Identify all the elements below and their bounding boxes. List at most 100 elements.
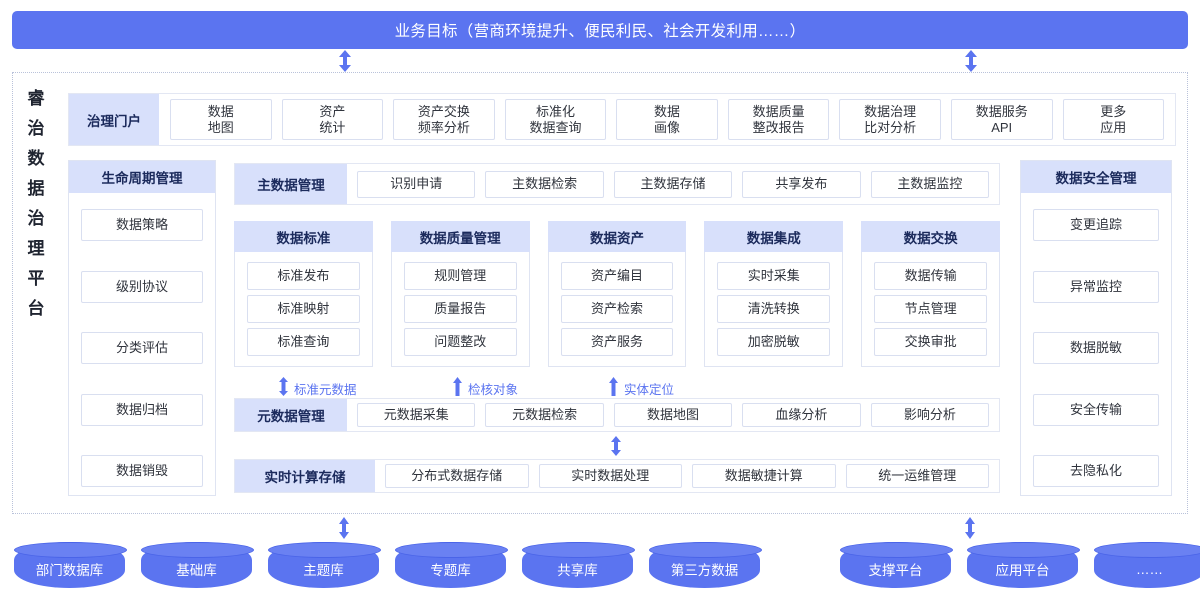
governance-portal-label: 治理门户 xyxy=(69,94,159,145)
realtime-compute-row: 实时计算存储 分布式数据存储 实时数据处理 数据敏捷计算 统一运维管理 xyxy=(234,459,1000,493)
master-data-row: 主数据管理 识别申请 主数据检索 主数据存储 共享发布 主数据监控 xyxy=(234,163,1000,205)
security-item-3[interactable]: 安全传输 xyxy=(1033,393,1159,426)
domain-items-1: 规则管理 质量报告 问题整改 xyxy=(390,252,530,367)
data-source-cylinder-1[interactable]: 基础库 xyxy=(141,542,254,588)
domain-0-item-0[interactable]: 标准发布 xyxy=(247,261,360,290)
portal-item-6[interactable]: 数据治理 比对分析 xyxy=(839,99,941,140)
data-source-cylinder-4[interactable]: 共享库 xyxy=(522,542,635,588)
domain-0-item-1[interactable]: 标准映射 xyxy=(247,294,360,323)
security-items: 变更追踪 异常监控 数据脱敏 安全传输 去隐私化 xyxy=(1021,193,1171,497)
data-source-label-0: 部门数据库 xyxy=(35,563,104,578)
up-arrow-icon-entity-location xyxy=(608,377,619,399)
governance-portal-row: 治理门户 数据 地图 资产 统计 资产交换 频率分析 标准化 数据查询 数据 画… xyxy=(68,93,1176,146)
portal-item-7[interactable]: 数据服务 API xyxy=(950,99,1053,140)
platform-cylinder-0[interactable]: 支撑平台 xyxy=(840,542,953,588)
domain-panel-data-exchange: 数据交换 数据传输 节点管理 交换审批 xyxy=(861,221,1000,367)
domain-2-item-2[interactable]: 资产服务 xyxy=(560,327,674,356)
data-source-cylinder-2[interactable]: 主题库 xyxy=(268,542,381,588)
bidirectional-arrow-icon-banner-right xyxy=(962,50,980,72)
domain-3-item-0[interactable]: 实时采集 xyxy=(717,261,831,290)
vtitle-char-5: 理 xyxy=(27,239,45,258)
portal-item-8[interactable]: 更多 应用 xyxy=(1062,99,1165,140)
platform-cylinder-1[interactable]: 应用平台 xyxy=(967,542,1080,588)
master-data-item-3[interactable]: 共享发布 xyxy=(742,170,861,198)
portal-item-5[interactable]: 数据质量 整改报告 xyxy=(727,99,830,140)
portal-item-2[interactable]: 资产交换 频率分析 xyxy=(393,99,495,140)
domain-title-3: 数据集成 xyxy=(704,221,844,252)
portal-item-4[interactable]: 数据 画像 xyxy=(616,99,718,140)
platform-vertical-title: 睿 治 数 据 治 理 平 台 xyxy=(22,90,50,317)
domain-panel-data-standard: 数据标准 标准发布 标准映射 标准查询 xyxy=(234,221,373,367)
lifecycle-item-4[interactable]: 数据销毁 xyxy=(81,455,203,487)
security-panel: 数据安全管理 变更追踪 异常监控 数据脱敏 安全传输 去隐私化 xyxy=(1020,160,1172,496)
business-goal-banner: 业务目标（营商环境提升、便民利民、社会开发利用……） xyxy=(12,11,1188,49)
domain-3-item-2[interactable]: 加密脱敏 xyxy=(717,327,831,356)
metadata-item-4[interactable]: 影响分析 xyxy=(870,403,990,427)
domain-4-item-1[interactable]: 节点管理 xyxy=(874,294,987,323)
security-title: 数据安全管理 xyxy=(1021,161,1171,193)
security-item-1[interactable]: 异常监控 xyxy=(1033,270,1159,303)
domain-0-item-2[interactable]: 标准查询 xyxy=(247,327,360,356)
flow-label-text-1: 检核对象 xyxy=(468,382,519,397)
data-source-cylinder-0[interactable]: 部门数据库 xyxy=(14,542,127,588)
security-item-2[interactable]: 数据脱敏 xyxy=(1033,332,1159,364)
lifecycle-item-0[interactable]: 数据策略 xyxy=(81,209,203,241)
vtitle-char-0: 睿 xyxy=(27,89,45,108)
realtime-item-0[interactable]: 分布式数据存储 xyxy=(385,464,529,488)
domain-1-item-0[interactable]: 规则管理 xyxy=(403,261,517,290)
lifecycle-panel: 生命周期管理 数据策略 级别协议 分类评估 数据归档 数据销毁 xyxy=(68,160,216,496)
up-arrow-icon-check-object xyxy=(452,377,463,399)
realtime-item-1[interactable]: 实时数据处理 xyxy=(538,464,682,488)
master-data-item-4[interactable]: 主数据监控 xyxy=(870,170,990,198)
domain-panel-data-asset: 数据资产 资产编目 资产检索 资产服务 xyxy=(547,221,687,367)
platform-label-1: 应用平台 xyxy=(995,563,1050,578)
domain-4-item-2[interactable]: 交换审批 xyxy=(874,327,987,356)
platform-cylinder-2[interactable]: …… xyxy=(1094,542,1200,588)
lifecycle-item-2[interactable]: 分类评估 xyxy=(81,332,203,364)
portal-item-1[interactable]: 资产 统计 xyxy=(281,99,384,140)
data-source-label-5: 第三方数据 xyxy=(670,563,739,578)
lifecycle-item-3[interactable]: 数据归档 xyxy=(81,393,203,426)
domain-1-item-1[interactable]: 质量报告 xyxy=(403,294,517,323)
metadata-item-2[interactable]: 数据地图 xyxy=(613,403,733,427)
master-data-item-2[interactable]: 主数据存储 xyxy=(613,170,733,198)
master-data-item-1[interactable]: 主数据检索 xyxy=(485,170,604,198)
domain-2-item-1[interactable]: 资产检索 xyxy=(560,294,674,323)
master-data-items: 识别申请 主数据检索 主数据存储 共享发布 主数据监控 xyxy=(347,164,999,204)
metadata-label: 元数据管理 xyxy=(235,399,347,431)
data-source-label-3: 专题库 xyxy=(430,563,471,578)
lifecycle-title: 生命周期管理 xyxy=(69,161,215,193)
domain-3-item-1[interactable]: 清洗转换 xyxy=(717,294,831,323)
portal-item-0[interactable]: 数据 地图 xyxy=(170,99,272,140)
bidirectional-arrow-icon-metadata-realtime xyxy=(609,436,627,456)
metadata-item-1[interactable]: 元数据检索 xyxy=(485,403,604,427)
flow-label-text-2: 实体定位 xyxy=(624,382,675,397)
realtime-item-3[interactable]: 统一运维管理 xyxy=(845,464,989,488)
realtime-compute-items: 分布式数据存储 实时数据处理 数据敏捷计算 统一运维管理 xyxy=(375,460,999,492)
metadata-items: 元数据采集 元数据检索 数据地图 血缘分析 影响分析 xyxy=(347,399,999,431)
domain-2-item-0[interactable]: 资产编目 xyxy=(560,261,674,290)
security-item-4[interactable]: 去隐私化 xyxy=(1033,455,1159,487)
data-source-cylinder-3[interactable]: 专题库 xyxy=(395,542,508,588)
flow-label-standard-metadata: 标准元数据 xyxy=(278,377,357,399)
vtitle-char-7: 台 xyxy=(27,299,45,318)
domain-panel-data-integration: 数据集成 实时采集 清洗转换 加密脱敏 xyxy=(704,221,844,367)
metadata-item-0[interactable]: 元数据采集 xyxy=(357,403,476,427)
domain-items-2: 资产编目 资产检索 资产服务 xyxy=(547,252,687,367)
domain-4-item-0[interactable]: 数据传输 xyxy=(874,261,987,290)
flow-label-entity-location: 实体定位 xyxy=(608,377,674,399)
domain-1-item-2[interactable]: 问题整改 xyxy=(403,327,517,356)
portal-item-3[interactable]: 标准化 数据查询 xyxy=(504,99,607,140)
flow-label-check-object: 检核对象 xyxy=(452,377,518,399)
domain-items-3: 实时采集 清洗转换 加密脱敏 xyxy=(704,252,844,367)
data-source-label-2: 主题库 xyxy=(303,563,344,578)
domain-items-0: 标准发布 标准映射 标准查询 xyxy=(234,252,373,367)
master-data-item-0[interactable]: 识别申请 xyxy=(357,170,476,198)
lifecycle-item-1[interactable]: 级别协议 xyxy=(81,270,203,303)
domain-panel-data-quality: 数据质量管理 规则管理 质量报告 问题整改 xyxy=(390,221,530,367)
security-item-0[interactable]: 变更追踪 xyxy=(1033,209,1159,241)
platform-label-0: 支撑平台 xyxy=(868,563,923,578)
metadata-item-3[interactable]: 血缘分析 xyxy=(742,403,861,427)
realtime-item-2[interactable]: 数据敏捷计算 xyxy=(692,464,836,488)
data-source-cylinder-5[interactable]: 第三方数据 xyxy=(649,542,762,588)
